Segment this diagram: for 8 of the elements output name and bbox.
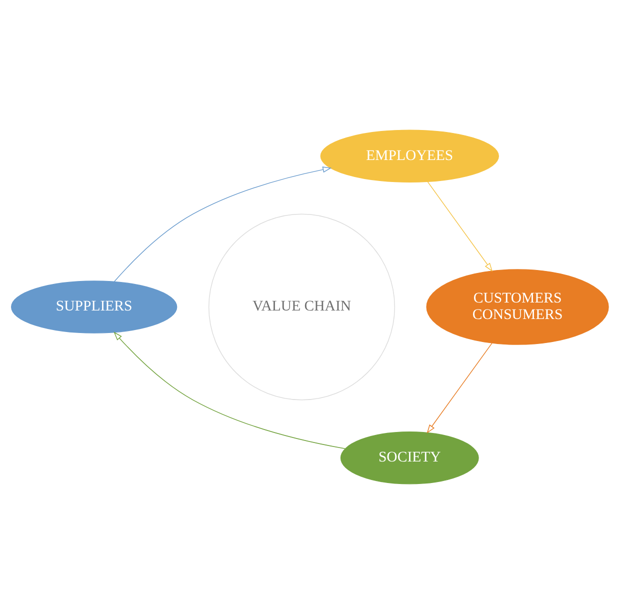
arrow	[426, 342, 492, 434]
node-ellipse: CUSTOMERS CONSUMERS	[426, 269, 609, 345]
arrow	[427, 181, 493, 272]
node-ellipse: SUPPLIERS	[11, 280, 178, 334]
node-circle: VALUE CHAIN	[208, 214, 396, 400]
arrow	[114, 166, 332, 282]
node-ellipse: SOCIETY	[340, 432, 479, 484]
arrow	[114, 332, 346, 449]
